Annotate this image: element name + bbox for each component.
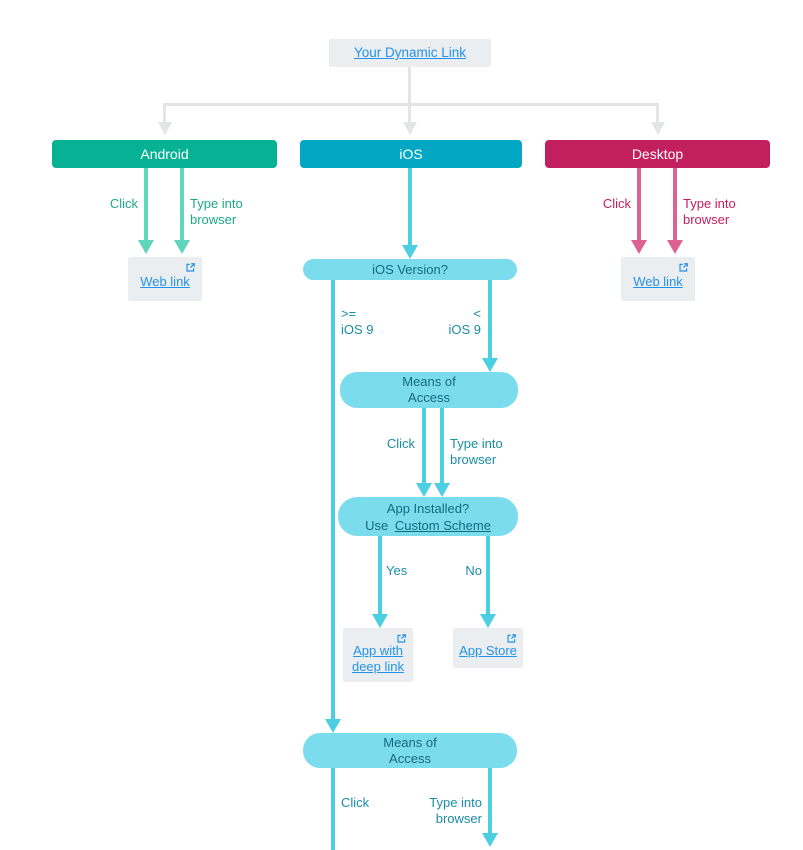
ios-click-arrowhead-1 (416, 483, 432, 497)
ios-means-pill-1: Means of Access (340, 372, 518, 408)
external-link-icon (679, 263, 688, 272)
desktop-click-line (637, 168, 641, 240)
root-link[interactable]: Your Dynamic Link (353, 45, 467, 60)
ios-lt-line (488, 280, 492, 358)
desktop-type-line (673, 168, 677, 240)
gray-arrowhead-desktop (651, 122, 665, 135)
ios-click-label-2: Click (341, 795, 370, 810)
android-type-arrowhead (174, 240, 190, 254)
ios-click-line-2 (331, 768, 335, 850)
ios-no-line (486, 536, 490, 614)
ios-lt-label: < iOS 9 (421, 306, 481, 338)
ios-app-installed-pill: App Installed? Use Custom Scheme (338, 497, 518, 536)
desktop-click-label: Click (602, 196, 631, 211)
ios-header: iOS (300, 140, 522, 168)
ios-no-label: No (465, 563, 482, 578)
ios-lt-op: < (473, 306, 481, 321)
android-header: Android (52, 140, 277, 168)
app-installed-use-label: Use (365, 518, 389, 533)
ios-ge-label: >= iOS 9 (341, 306, 401, 338)
ios-type-label-1: Type into browser (450, 436, 503, 467)
connector-branch-hline (163, 103, 659, 106)
desktop-web-link-node: Web link (621, 257, 695, 301)
connector-drop-desktop (656, 103, 659, 122)
android-type-label: Type into browser (190, 196, 243, 227)
ios-type-arrowhead-2 (482, 833, 498, 847)
gray-arrowhead-ios (403, 122, 417, 135)
ios-ge-line (331, 280, 335, 719)
android-web-link-node: Web link (128, 257, 202, 301)
android-web-link[interactable]: Web link (140, 274, 190, 289)
ios-click-label-1: Click (386, 436, 415, 451)
ios-type-line-2 (488, 768, 492, 833)
connector-drop-android (163, 103, 166, 122)
ios-lt-arrowhead (482, 358, 498, 372)
connector-drop-ios (408, 103, 411, 122)
app-store-node: App Store (453, 628, 523, 668)
desktop-click-arrowhead (631, 240, 647, 254)
ios-version-pill: iOS Version? (303, 259, 517, 280)
android-click-arrowhead (138, 240, 154, 254)
app-store-link[interactable]: App Store (459, 643, 517, 658)
ios-type-label-2: Type into browser (429, 795, 482, 826)
app-deep-link-node: App with deep link (343, 628, 413, 682)
root-node: Your Dynamic Link (329, 39, 491, 67)
ios-ge-arrowhead (325, 719, 341, 733)
custom-scheme-link[interactable]: Custom Scheme (394, 518, 491, 533)
android-click-line (144, 168, 148, 240)
desktop-web-link[interactable]: Web link (633, 274, 683, 289)
desktop-type-label: Type into browser (683, 196, 736, 227)
ios-no-arrowhead (480, 614, 496, 628)
ios-means-pill-2: Means of Access (303, 733, 517, 768)
ios-stem-line (408, 168, 412, 245)
ios-ge-op: >= (341, 306, 357, 321)
ios-ge-version: iOS 9 (341, 322, 374, 337)
ios-lt-version: iOS 9 (448, 322, 481, 337)
external-link-icon (397, 634, 406, 643)
ios-click-line-1 (422, 408, 426, 483)
android-type-line (180, 168, 184, 240)
external-link-icon (186, 263, 195, 272)
ios-stem-arrowhead (402, 245, 418, 259)
desktop-header: Desktop (545, 140, 770, 168)
external-link-icon (507, 634, 516, 643)
desktop-type-arrowhead (667, 240, 683, 254)
app-deep-link-link[interactable]: App with deep link (351, 643, 405, 674)
gray-arrowhead-android (158, 122, 172, 135)
ios-yes-line (378, 536, 382, 614)
android-click-label: Click (109, 196, 138, 211)
ios-type-arrowhead-1 (434, 483, 450, 497)
ios-yes-label: Yes (386, 563, 408, 578)
ios-type-line-1 (440, 408, 444, 483)
ios-yes-arrowhead (372, 614, 388, 628)
app-installed-question: App Installed? (386, 501, 470, 516)
connector-root-stem (408, 67, 411, 103)
